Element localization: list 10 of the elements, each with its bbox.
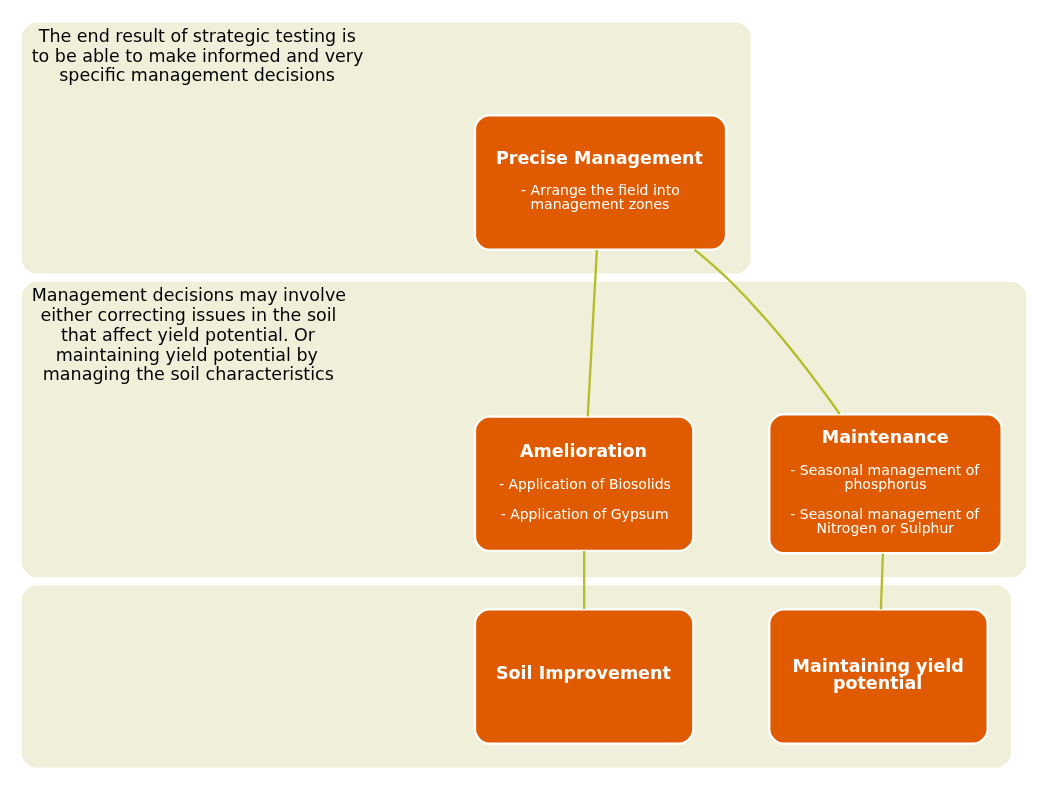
node-box: Amelioration - Application of Biosolids - Application of Gypsum: [473, 414, 695, 552]
node-box: Precise Management - Arrange the field into management zones: [473, 113, 728, 251]
connector: [693, 248, 841, 415]
connector: [586, 249, 599, 416]
connector: [583, 550, 586, 609]
node-box: Soil Improvement: [473, 607, 695, 745]
connector: [879, 553, 885, 609]
cluster: [21, 584, 1012, 768]
node-box: Maintaining yield potential: [768, 607, 989, 745]
node-box: Maintenance - Seasonal management of phosphorus - Seasonal management of Nitrogen or Sulphur: [768, 412, 1003, 554]
